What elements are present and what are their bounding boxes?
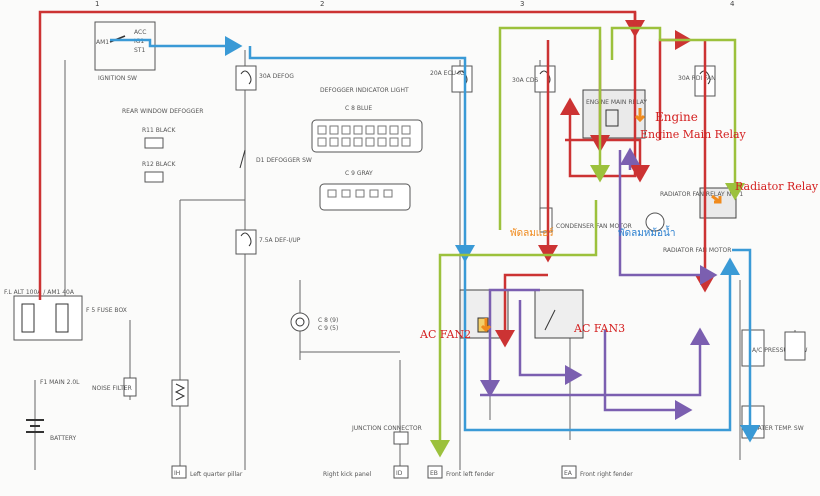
purple-path: [480, 147, 718, 420]
ground-left-quarter: IH Left quarter pillar: [171, 465, 243, 479]
fuse-rdi-label: 30A RDI FAN: [678, 75, 716, 82]
connector-c8-label: C 8 BLUE: [345, 105, 372, 112]
annotation-ac-fan2: AC FAN2: [419, 328, 471, 341]
col-number-1: 1: [95, 0, 99, 8]
radiator-fan-relay: RADIATOR FAN RELAY NO. 1: [660, 187, 743, 219]
ign-term-am1: AM1: [96, 39, 109, 46]
ground-code-eb: EB: [430, 470, 438, 477]
ground-left-quarter-label: Left quarter pillar: [190, 471, 243, 478]
connector-c8-9-label: C 8 (9): [318, 317, 338, 324]
fuse-def: 7.5A DEF-I/UP: [235, 229, 301, 255]
defogger-switch-label: D1 DEFOGGER SW: [256, 157, 312, 164]
ground-front-right: EA Front right fender: [561, 465, 633, 479]
radiator-fan-motor: RADIATOR FAN MOTOR: [645, 212, 731, 254]
ground-front-left: EB Front left fender: [427, 465, 495, 479]
ac-fan3-relay: [534, 289, 584, 339]
ground-front-right-label: Front right fender: [580, 471, 633, 478]
ground-code-ih: IH: [174, 470, 180, 477]
connector-c8-pins: [317, 125, 411, 147]
green-path: [430, 26, 745, 458]
radiator-relay-label: RADIATOR FAN RELAY NO. 1: [660, 191, 743, 198]
main-fl-label: F1 MAIN 2.0L: [40, 379, 80, 386]
water-temp-switch-label: WATER TEMP. SW: [752, 425, 804, 432]
grounds: IH Left quarter pillar ID Right kick pan…: [171, 465, 633, 479]
fuse-cds-label: 30A CDS: [512, 77, 538, 84]
defogger-indicator-label: DEFOGGER INDICATOR LIGHT: [320, 87, 409, 94]
ignition-switch: AM1 ACC IG1 ST1 IGNITION SW: [94, 21, 156, 82]
defogger-indicator: DEFOGGER INDICATOR LIGHT C 8 BLUE C 9 GR…: [311, 87, 423, 211]
connector-c9-label: C 9 GRAY: [345, 170, 373, 177]
defogger-switch: D1 DEFOGGER SW: [239, 149, 312, 169]
fuse-box-label: F 5 FUSE BOX: [86, 307, 127, 314]
indicator-light: C 8 (9) C 9 (5): [290, 312, 338, 332]
pressure-switch: A/C PRESSURE SW: [741, 329, 807, 367]
col-number-4: 4: [730, 0, 735, 8]
ign-term-st1: ST1: [134, 47, 145, 54]
rear-defogger-connectors: REAR WINDOW DEFOGGER R11 BLACK R12 BLACK: [122, 108, 203, 183]
col-number-3: 3: [520, 0, 524, 8]
ign-term-ig1: IG1: [134, 38, 144, 45]
noise-filter: NOISE FILTER: [92, 377, 137, 397]
connector-r11-label: R11 BLACK: [142, 127, 176, 134]
condenser-fan-motor-label: CONDENSER FAN MOTOR: [556, 223, 632, 230]
connector-c9-pins: [327, 189, 393, 198]
water-temp-switch: WATER TEMP. SW: [741, 405, 804, 439]
fuse-def-label: 7.5A DEF-I/UP: [259, 237, 301, 244]
rear-defogger-label: REAR WINDOW DEFOGGER: [122, 108, 203, 115]
fuse-defog-label: 30A DEFOG: [259, 73, 294, 80]
battery-label: BATTERY: [50, 435, 77, 442]
orange-arrows: [480, 108, 722, 333]
engine-main-relay: ENGINE MAIN RELAY: [582, 89, 647, 139]
ground-right-kick-label: Right kick panel: [323, 471, 372, 478]
fuse-ecu-ig-label: 20A ECU-IG: [430, 70, 465, 77]
rear-defogger-element: [171, 379, 189, 407]
connector-r12-label: R12 BLACK: [142, 161, 176, 168]
fuse-rdi: 30A RDI FAN: [678, 65, 716, 97]
col-number-2: 2: [320, 0, 324, 8]
annotation-thai-radiator-fan: พัดลมหม้อน้ำ: [618, 225, 675, 239]
annotation-engine-main-relay-line1: Engine: [655, 110, 698, 124]
pressure-switch-label: A/C PRESSURE SW: [752, 347, 807, 354]
annotation-radiator-relay: Radiator Relay: [735, 180, 819, 193]
ign-term-acc: ACC: [134, 29, 146, 36]
ignition-switch-label: IGNITION SW: [98, 75, 137, 82]
battery: BATTERY: [26, 419, 77, 442]
annotation-engine-main-relay: Engine Main Relay: [640, 128, 747, 141]
ground-code-id: ID: [396, 470, 403, 477]
fuse-ecu-ig: 20A ECU-IG: [430, 65, 473, 93]
fusible-link-box: F 5 FUSE BOX F.L ALT 100A / AM1 40A F1 M…: [4, 289, 127, 386]
annotation-ac-fan3: AC FAN3: [573, 322, 625, 335]
noise-filter-label: NOISE FILTER: [92, 385, 132, 392]
connector-c9-5-label: C 9 (5): [318, 325, 338, 332]
ground-code-ea: EA: [564, 470, 573, 477]
ground-front-left-label: Front left fender: [446, 471, 495, 478]
ground-right-kick: ID Right kick panel: [323, 465, 409, 479]
red-path: [38, 10, 715, 348]
junction-label: JUNCTION CONNECTOR: [351, 425, 422, 432]
junction-connector: JUNCTION CONNECTOR: [351, 425, 422, 445]
blue-path: [110, 36, 760, 443]
fuse-defog: 30A DEFOG: [235, 65, 294, 91]
engine-relay-label: ENGINE MAIN RELAY: [586, 99, 647, 106]
radiator-fan-motor-label: RADIATOR FAN MOTOR: [663, 247, 731, 254]
annotation-thai-ac-fan: พัดลมแอร์: [510, 227, 554, 239]
